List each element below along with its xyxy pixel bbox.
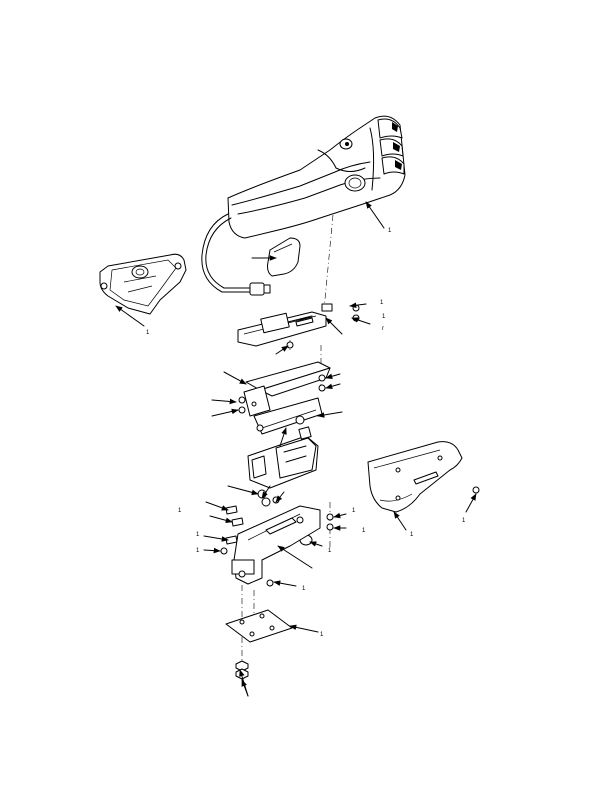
- cover-plate: [99, 253, 187, 315]
- actuator-housing: [247, 426, 319, 489]
- callout-label: 1: [362, 528, 366, 534]
- callout-label: 1: [146, 330, 150, 336]
- side-trim-cover: [367, 441, 480, 513]
- callout-label: 1: [410, 532, 414, 538]
- base-plate: [225, 609, 293, 643]
- upper-mounting-plate: [238, 361, 331, 417]
- rubber-pad: [267, 237, 301, 277]
- callout-label: 1: [196, 532, 200, 538]
- callout-label: 1: [462, 518, 466, 524]
- main-bracket: [231, 505, 321, 585]
- switch-bracket: [237, 303, 360, 349]
- leader-arrows: [115, 201, 477, 697]
- callout-label: r: [382, 326, 384, 332]
- callout-label: 1: [328, 548, 332, 554]
- callout-label: 1: [178, 508, 182, 514]
- callout-labels: 1 1 1 1 r 1 1 1 1 1 1 1 1 1 1: [146, 228, 466, 638]
- callout-label: 1: [388, 228, 392, 234]
- callout-label: 1: [380, 300, 384, 306]
- callout-label: 1: [352, 508, 356, 514]
- callout-label: 1: [320, 632, 324, 638]
- callout-label: 1: [382, 314, 386, 320]
- callout-label: 1: [302, 586, 306, 592]
- callout-label: 1: [196, 548, 200, 554]
- cable-harness: [201, 213, 271, 296]
- armrest-control-housing: [227, 115, 406, 239]
